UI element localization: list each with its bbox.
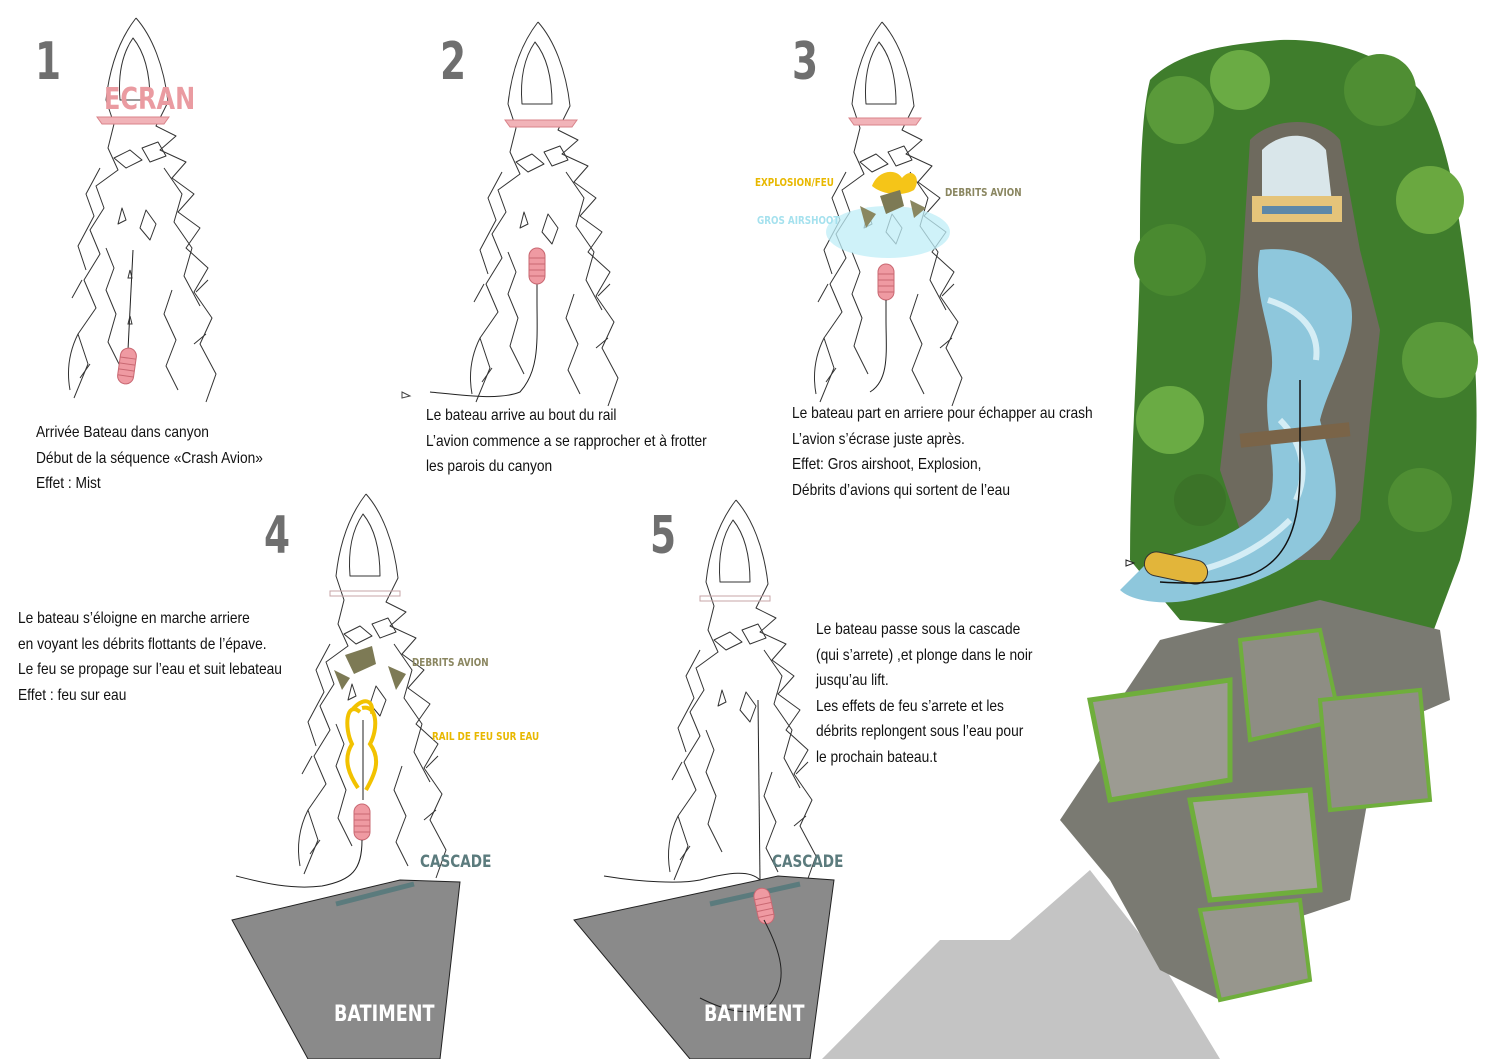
boat-render <box>1143 551 1209 585</box>
panel-3-drawing <box>813 21 963 407</box>
screen-bar <box>504 119 578 128</box>
canyon-render <box>822 39 1478 1059</box>
panel-4-caption: Le bateau s’éloigne en marche arriere en… <box>18 610 282 704</box>
step-number-4: 4 <box>264 506 291 566</box>
panel-2-drawing <box>401 21 619 407</box>
explosion-label: EXPLOSION/FEU <box>755 176 834 189</box>
boat-icon <box>116 346 138 386</box>
panel-5-drawing <box>573 499 835 1059</box>
panel-1-drawing <box>67 17 217 403</box>
screen-bar <box>329 590 401 597</box>
step-number-2: 2 <box>440 32 467 92</box>
panel-5-caption: Le bateau passe sous la cascade (qui s’a… <box>816 621 1033 766</box>
cascade-label-5: CASCADE <box>772 852 844 872</box>
panel-3-caption: Le bateau part en arriere pour échapper … <box>792 405 1093 499</box>
step-number-3: 3 <box>792 32 819 92</box>
boat-icon <box>877 263 895 301</box>
screen-bar <box>848 117 922 126</box>
cascade-bar <box>335 881 415 907</box>
screen-bar <box>699 595 771 602</box>
plane-debris <box>334 646 406 690</box>
airshoot-cloud <box>826 206 950 258</box>
boat-icon <box>353 803 371 841</box>
building-shape <box>573 875 835 1059</box>
debris-label-3: DEBRITS AVION <box>945 186 1022 199</box>
debris-label-4: DEBRITS AVION <box>412 656 489 669</box>
panel-4-drawing <box>231 493 461 1059</box>
fire-rail <box>345 699 379 791</box>
cascade-label-4: CASCADE <box>420 852 492 872</box>
building-label-5: BATIMENT <box>704 1002 805 1027</box>
render-shadow <box>822 870 1220 1059</box>
fire-rail-label: RAIL DE FEU SUR EAU <box>432 730 540 743</box>
log-bridge <box>1239 422 1351 448</box>
building-label-4: BATIMENT <box>334 1002 435 1027</box>
explosion-fire <box>872 171 917 195</box>
step-number-5: 5 <box>650 506 677 566</box>
boat-icon <box>528 247 546 285</box>
panel-2-caption: Le bateau arrive au bout du rail L’avion… <box>426 407 707 475</box>
building-shape <box>231 879 461 1059</box>
river <box>1120 249 1353 603</box>
screen-label: ECRAN <box>104 82 196 117</box>
step-number-1: 1 <box>35 32 62 92</box>
plane-debris <box>880 190 904 214</box>
screen-bar <box>96 116 170 125</box>
airshoot-label: GROS AIRSHOOT <box>757 214 840 227</box>
panel-1-caption: Arrivée Bateau dans canyon Début de la s… <box>36 424 263 492</box>
plane-debris <box>860 200 926 228</box>
